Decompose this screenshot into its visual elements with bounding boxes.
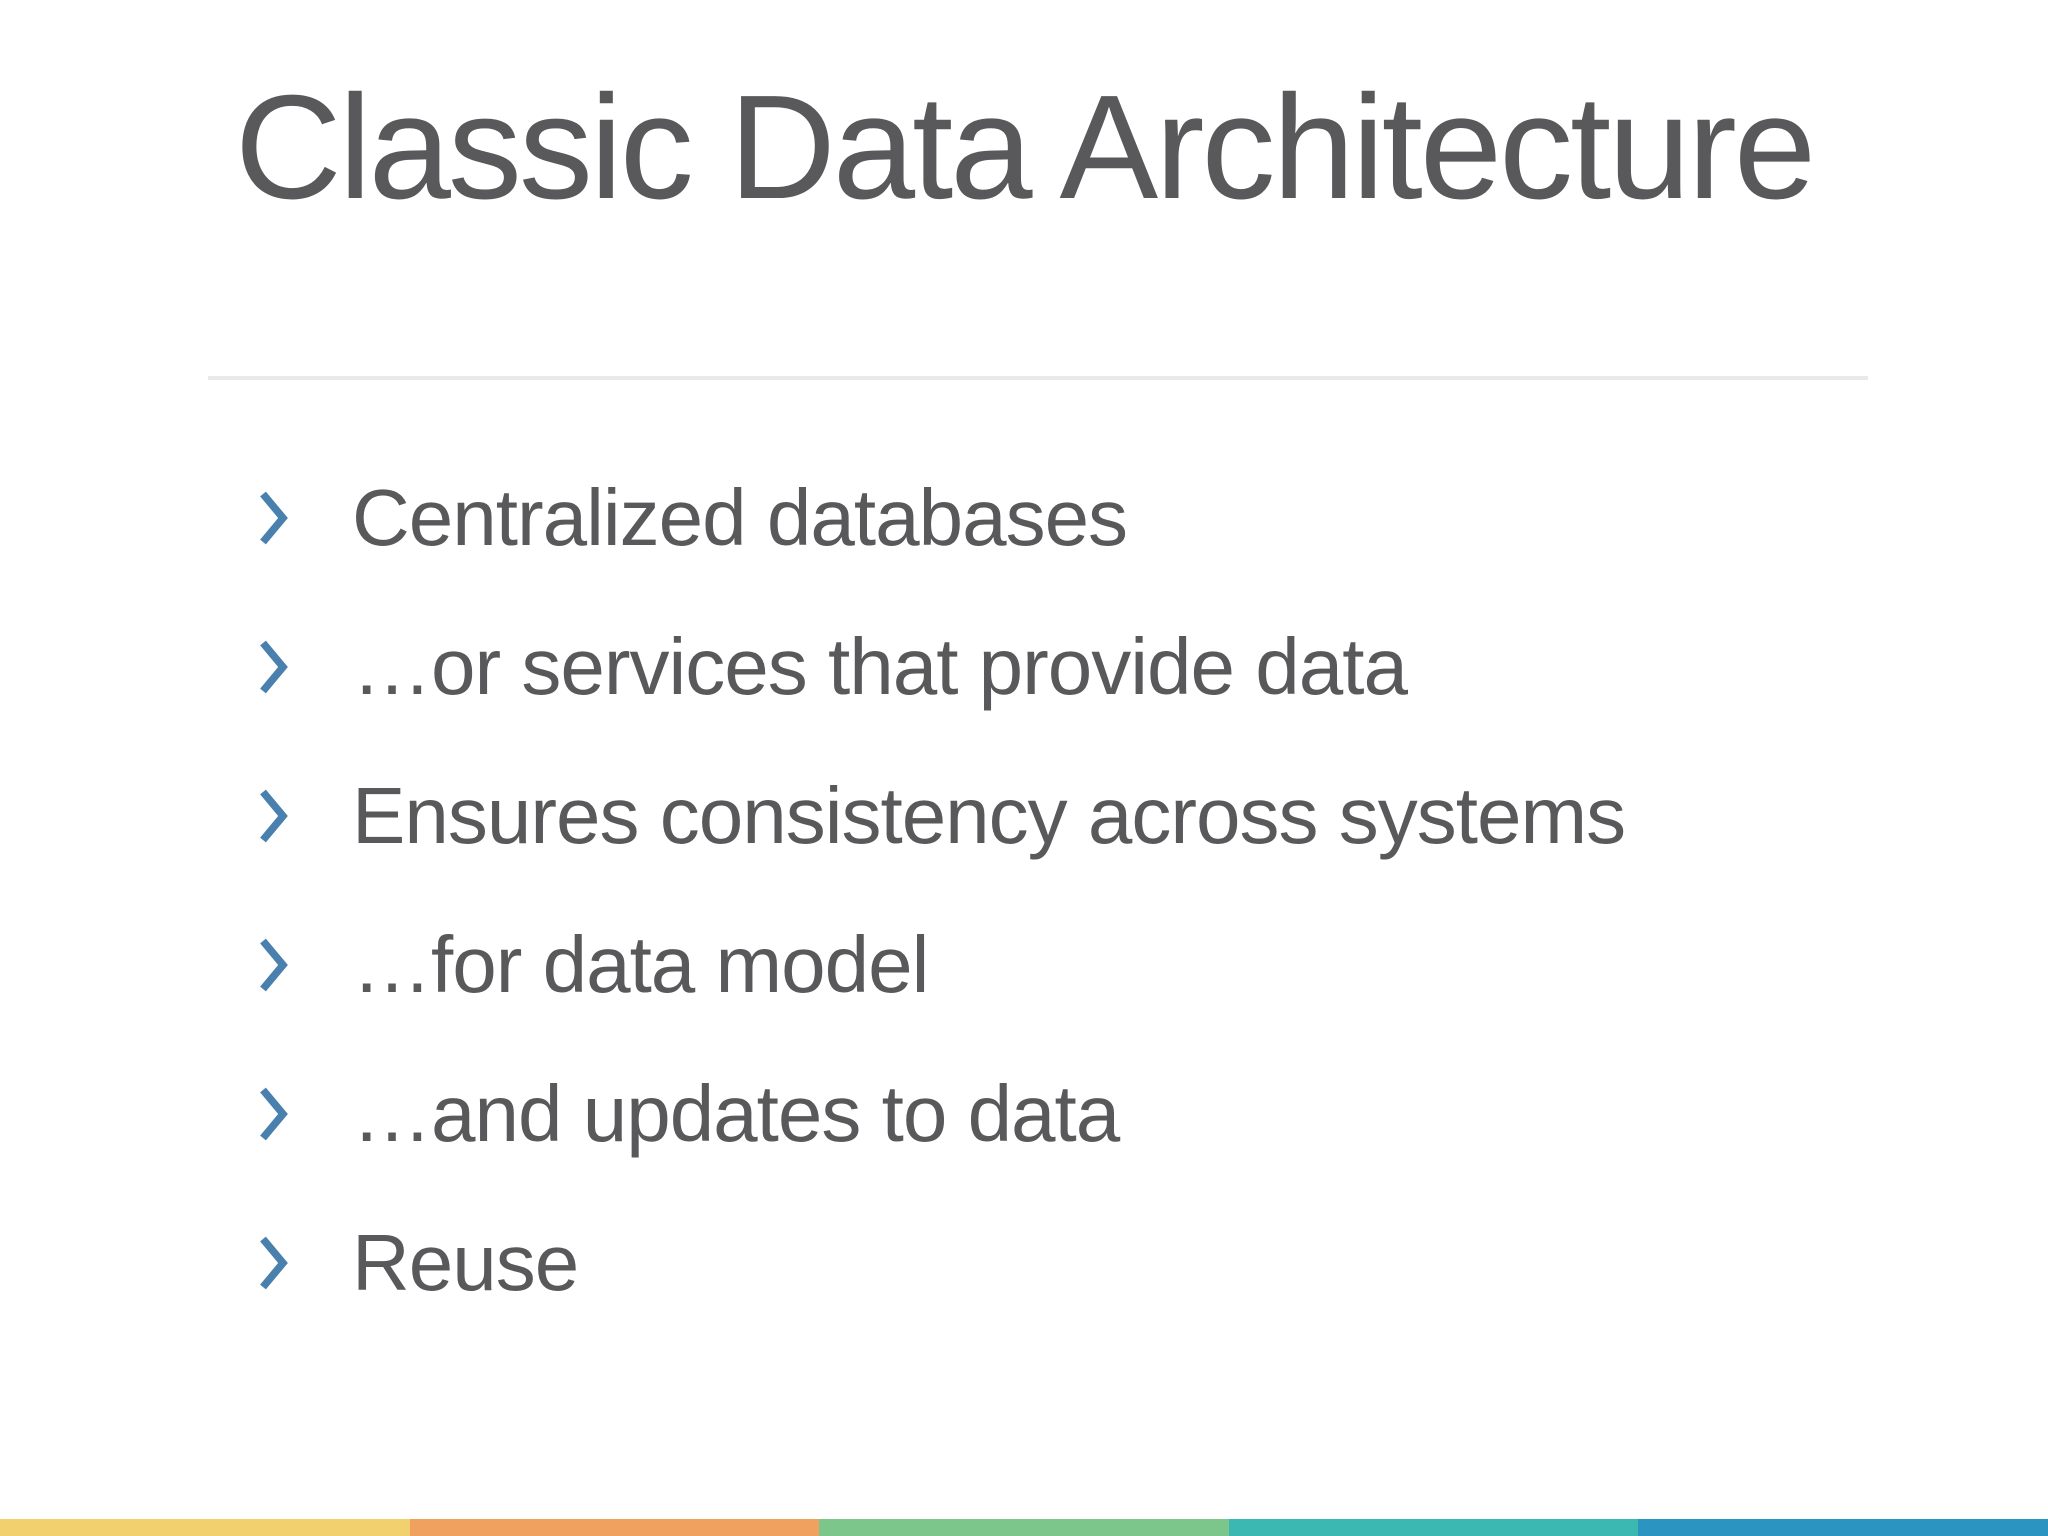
bullet-item: …and updates to data — [250, 1039, 1950, 1188]
color-segment-teal — [1228, 1519, 1639, 1536]
chevron-right-icon — [260, 491, 288, 544]
bullet-item: …or services that provide data — [250, 592, 1950, 741]
bullet-text: …for data model — [352, 919, 929, 1009]
chevron-right-icon — [260, 1087, 288, 1140]
chevron-right-icon — [260, 1236, 288, 1289]
color-segment-yellow — [0, 1519, 410, 1536]
slide-title: Classic Data Architecture — [234, 65, 1816, 230]
bullet-item: Ensures consistency across systems — [250, 741, 1950, 890]
bullet-text: …or services that provide data — [352, 621, 1408, 711]
footer-color-bar — [0, 1519, 2048, 1536]
bullet-item: Reuse — [250, 1188, 1950, 1337]
color-segment-blue — [1638, 1519, 2048, 1536]
chevron-right-icon — [260, 938, 288, 991]
bullet-item: …for data model — [250, 890, 1950, 1039]
chevron-right-icon — [260, 640, 288, 693]
bullet-list: Centralized databases …or services that … — [250, 443, 1950, 1337]
bullet-text: Ensures consistency across systems — [352, 770, 1626, 860]
bullet-text: Reuse — [352, 1217, 579, 1307]
bullet-item: Centralized databases — [250, 443, 1950, 592]
bullet-text: …and updates to data — [352, 1068, 1120, 1158]
chevron-right-icon — [260, 789, 288, 842]
bullet-text: Centralized databases — [352, 472, 1128, 562]
color-segment-orange — [409, 1519, 820, 1536]
color-segment-green — [819, 1519, 1229, 1536]
title-divider — [208, 376, 1868, 380]
